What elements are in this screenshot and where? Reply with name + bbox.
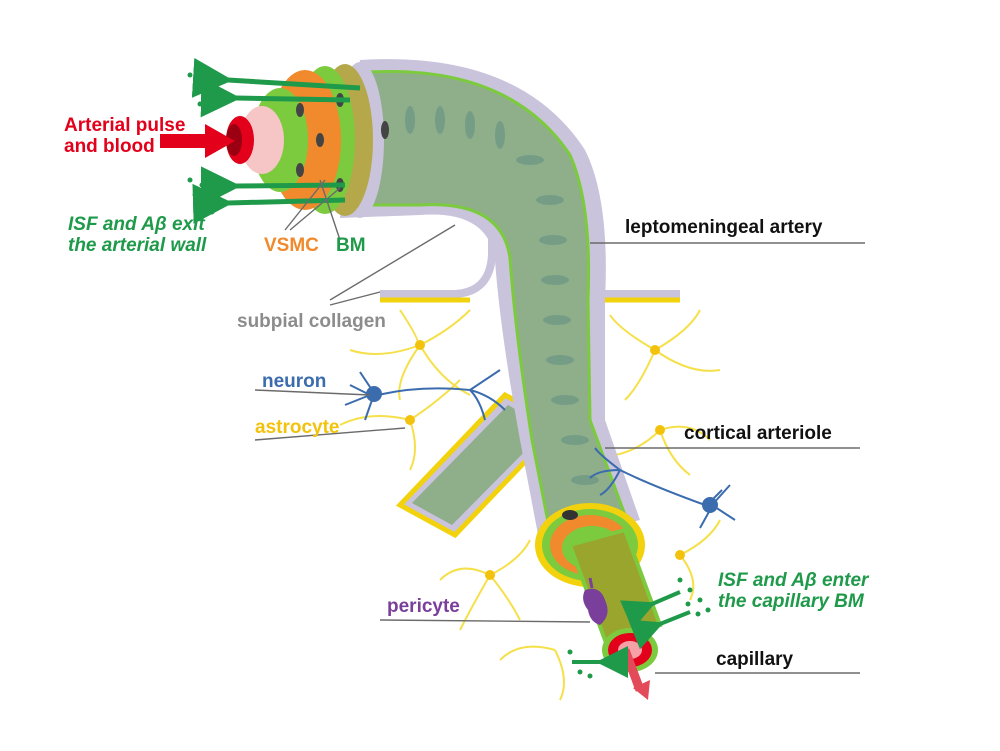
label-vsmc: VSMC xyxy=(264,235,319,256)
leptomeningeal-artery-body xyxy=(340,59,640,545)
label-arterial-pulse: Arterial pulse and blood xyxy=(64,115,186,158)
isf-enter-arrows xyxy=(572,590,691,678)
label-cortical-arteriole: cortical arteriole xyxy=(684,423,832,444)
isf-dots-lower xyxy=(567,577,711,679)
label-astrocyte: astrocyte xyxy=(255,417,340,438)
neuron-right xyxy=(589,447,736,529)
capillary-tube xyxy=(567,527,663,700)
label-isf-exit-line1: ISF and Aβ exit xyxy=(68,214,205,235)
neuron-left xyxy=(344,369,506,421)
label-isf-enter: ISF and Aβ enter the capillary BM xyxy=(718,570,869,613)
leader-lines xyxy=(254,179,865,674)
label-bm: BM xyxy=(336,235,366,256)
label-pericyte: pericyte xyxy=(387,596,460,617)
label-isf-exit-line2: the arterial wall xyxy=(68,234,207,256)
pial-surface xyxy=(380,230,680,303)
label-subpial-collagen: subpial collagen xyxy=(237,311,386,332)
label-leptomeningeal-artery: leptomeningeal artery xyxy=(625,217,823,238)
label-isf-exit: ISF and Aβ exit the arterial wall xyxy=(68,214,207,257)
label-arterial-pulse-line1: Arterial pulse xyxy=(64,115,186,136)
label-arterial-pulse-line2: and blood xyxy=(64,135,155,157)
arterial-pulse-arrow xyxy=(160,124,235,158)
isf-dots-upper xyxy=(187,72,215,215)
astrocyte-bodies xyxy=(405,340,685,580)
label-isf-enter-line2: the capillary BM xyxy=(718,590,864,612)
label-isf-enter-line1: ISF and Aβ enter xyxy=(718,570,869,591)
pericyte-cell xyxy=(583,577,608,625)
label-capillary: capillary xyxy=(716,649,794,670)
label-neuron: neuron xyxy=(262,371,327,392)
